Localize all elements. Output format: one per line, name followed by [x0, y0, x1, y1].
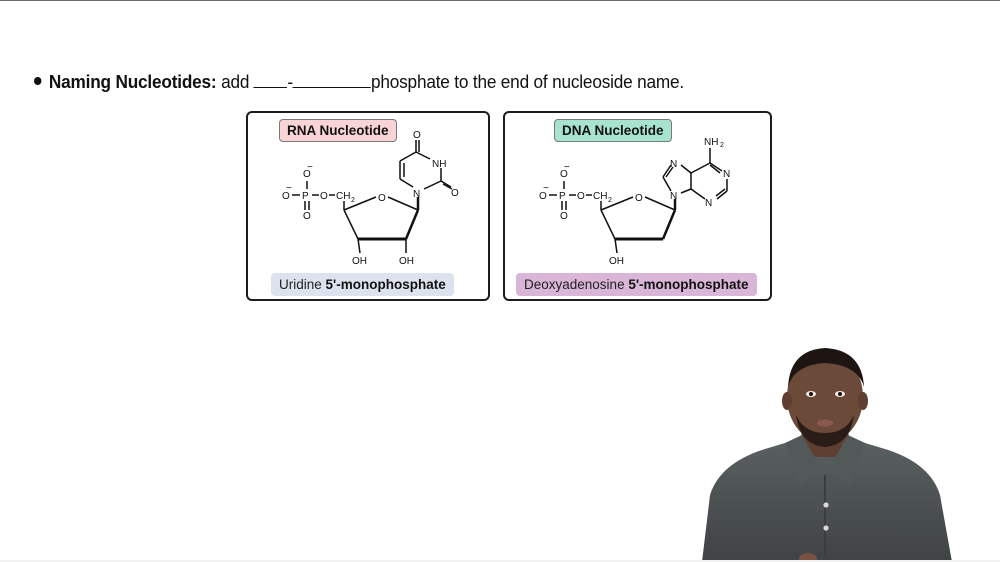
svg-text:OH: OH — [609, 256, 624, 267]
caption-nucleoside: Uridine — [279, 277, 326, 292]
rna-nucleotide-card: RNA Nucleotide — [246, 111, 490, 301]
svg-text:CH: CH — [593, 191, 607, 202]
presenter-video — [702, 348, 952, 562]
svg-text:N: N — [670, 191, 677, 202]
svg-text:2: 2 — [720, 142, 724, 149]
uridine-monophosphate-structure: O − O − P O O CH 2 O OH OH N NH O O — [282, 130, 459, 267]
svg-text:O: O — [282, 191, 290, 202]
blank-separator: - — [287, 71, 293, 92]
heading-text-rest: phosphate to the end of nucleoside name. — [370, 71, 685, 92]
svg-text:−: − — [564, 162, 570, 173]
rna-nucleotide-tag: RNA Nucleotide — [279, 119, 397, 142]
svg-text:NH: NH — [704, 137, 718, 148]
blank-2 — [292, 73, 371, 88]
svg-text:O: O — [635, 193, 643, 204]
svg-text:2: 2 — [608, 197, 612, 204]
svg-text:OH: OH — [399, 256, 414, 267]
caption-phosphate: 5'-monophosphate — [628, 277, 749, 292]
svg-text:−: − — [286, 183, 292, 194]
svg-text:N: N — [413, 189, 420, 200]
svg-text:O: O — [539, 191, 547, 202]
dna-tag-label: DNA Nucleotide — [562, 123, 664, 138]
bullet-icon — [34, 77, 42, 86]
uridine-monophosphate-caption: Uridine 5'-monophosphate — [271, 273, 454, 296]
blank-1 — [253, 73, 288, 88]
svg-text:O: O — [413, 130, 421, 141]
deoxyadenosine-monophosphate-structure: O − O − P O O CH 2 O OH N N N N NH 2 — [539, 137, 730, 267]
svg-text:O: O — [560, 211, 568, 222]
svg-text:O: O — [560, 169, 568, 180]
svg-text:−: − — [543, 183, 549, 194]
deoxyadenosine-monophosphate-caption: Deoxyadenosine 5'-monophosphate — [516, 273, 757, 296]
svg-text:O: O — [303, 211, 311, 222]
heading-label: Naming Nucleotides: — [48, 71, 217, 92]
svg-text:O: O — [320, 191, 328, 202]
svg-text:O: O — [378, 193, 386, 204]
svg-text:N: N — [705, 198, 712, 209]
face — [787, 351, 863, 443]
naming-nucleotides-heading: Naming Nucleotides: add - phosphate to th… — [34, 71, 684, 93]
svg-text:−: − — [307, 162, 313, 173]
svg-text:O: O — [577, 191, 585, 202]
svg-text:N: N — [723, 169, 730, 180]
svg-text:P: P — [559, 191, 566, 202]
caption-nucleoside: Deoxyadenosine — [524, 277, 629, 292]
svg-text:NH: NH — [432, 159, 446, 170]
heading-text-add: add — [221, 71, 250, 92]
svg-text:CH: CH — [336, 191, 350, 202]
svg-text:2: 2 — [351, 197, 355, 204]
svg-text:N: N — [670, 159, 677, 170]
svg-text:OH: OH — [352, 256, 367, 267]
top-divider — [0, 0, 1000, 1]
svg-text:O: O — [303, 169, 311, 180]
svg-text:O: O — [451, 188, 459, 199]
svg-text:P: P — [302, 191, 309, 202]
dna-nucleotide-tag: DNA Nucleotide — [554, 119, 672, 142]
dna-nucleotide-card: DNA Nucleotide — [503, 111, 772, 301]
rna-tag-label: RNA Nucleotide — [287, 123, 389, 138]
caption-phosphate: 5'-monophosphate — [325, 277, 446, 292]
shirt — [702, 440, 952, 562]
video-bottom-edge — [0, 560, 1000, 562]
